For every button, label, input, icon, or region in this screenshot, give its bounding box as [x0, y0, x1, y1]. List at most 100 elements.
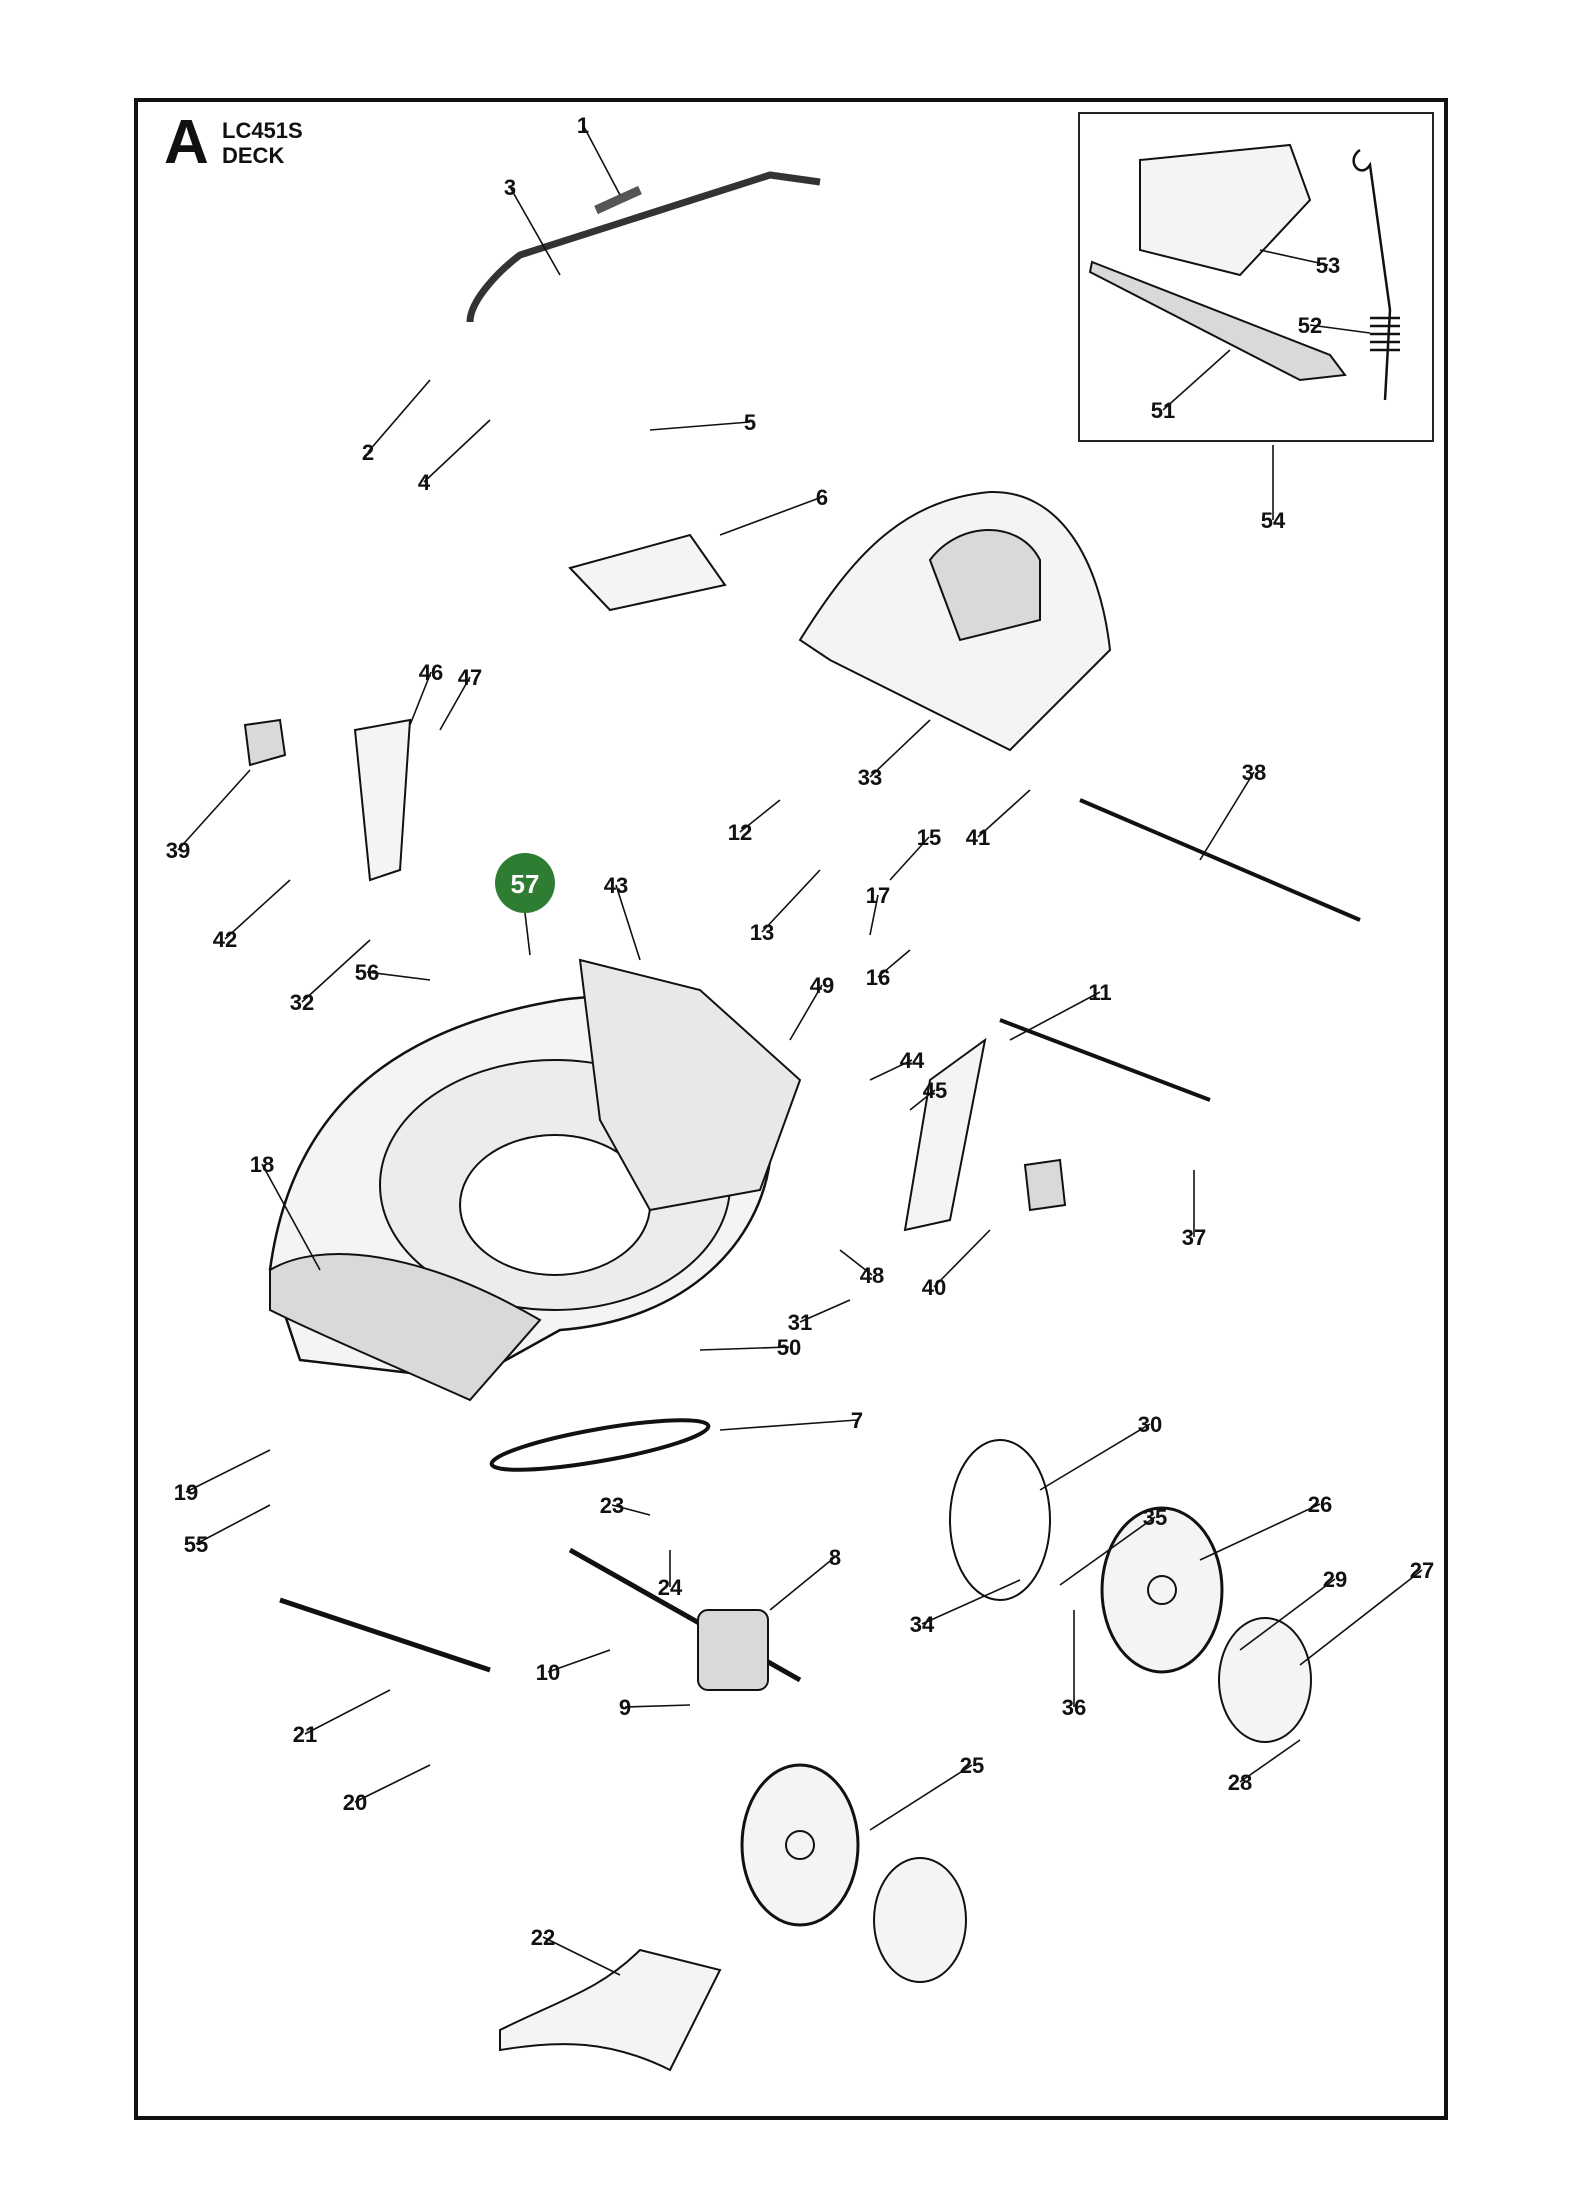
leader-42 — [224, 879, 291, 940]
leader-18 — [261, 1163, 321, 1271]
callout-35: 35 — [1143, 1505, 1167, 1530]
leader-49 — [789, 984, 823, 1041]
callout-21: 21 — [293, 1722, 317, 1747]
catcher-lid-panel — [928, 529, 1041, 642]
callout-13: 13 — [750, 920, 774, 945]
callout-40: 40 — [922, 1275, 946, 1300]
leader-33 — [869, 719, 931, 778]
callout-50: 50 — [777, 1335, 801, 1360]
leader-56 — [366, 971, 431, 981]
callout-31: 31 — [788, 1310, 812, 1335]
leader-lines — [177, 124, 1423, 1976]
front-wheel-hub — [785, 1830, 815, 1860]
callout-27: 27 — [1410, 1558, 1434, 1583]
highlight-badge-circle — [495, 853, 555, 913]
highlight-badge-label: 57 — [511, 869, 540, 899]
callout-26: 26 — [1308, 1492, 1332, 1517]
callout-29: 29 — [1323, 1567, 1347, 1592]
leader-28 — [1239, 1739, 1301, 1783]
wear-plate — [499, 1948, 722, 2072]
front-axle — [279, 1597, 491, 1673]
leader-51 — [1162, 349, 1231, 411]
leader-52 — [1309, 324, 1371, 334]
leader-39 — [177, 769, 251, 851]
callout-5: 5 — [744, 410, 756, 435]
leader-21 — [304, 1689, 391, 1735]
deflector — [568, 533, 727, 612]
drive-disc — [949, 1439, 1051, 1601]
leader-43 — [615, 884, 641, 961]
leader-15 — [889, 836, 930, 881]
leader-32 — [301, 939, 371, 1003]
leader-3 — [509, 186, 561, 276]
callout-1: 1 — [577, 113, 589, 138]
hubcap-right — [1218, 1617, 1312, 1743]
grass-bag — [1139, 143, 1312, 277]
callout-43: 43 — [604, 873, 628, 898]
callout-44: 44 — [900, 1048, 925, 1073]
callout-41: 41 — [966, 825, 990, 850]
drive-belt — [489, 1418, 711, 1472]
leader-30 — [1039, 1423, 1151, 1491]
leader-47 — [439, 676, 471, 731]
callout-30: 30 — [1138, 1412, 1162, 1437]
rear-housing — [578, 958, 802, 1212]
callout-39: 39 — [166, 838, 190, 863]
callout-25: 25 — [960, 1753, 984, 1778]
callout-38: 38 — [1242, 760, 1266, 785]
leader-44 — [869, 1059, 913, 1081]
part-drawings — [243, 143, 1400, 2072]
inset-box — [1078, 112, 1434, 442]
leader-8 — [769, 1556, 836, 1611]
height-knob-left — [243, 718, 287, 767]
leader-50 — [699, 1346, 790, 1351]
callout-42: 42 — [213, 927, 237, 952]
leader-17 — [869, 894, 879, 936]
leader-40 — [933, 1229, 991, 1288]
spring-52-coil — [1370, 316, 1400, 352]
leader-4 — [423, 419, 491, 483]
handle-bar — [466, 171, 821, 323]
callout-8: 8 — [829, 1545, 841, 1570]
callout-54: 54 — [1261, 508, 1286, 533]
callout-23: 23 — [600, 1493, 624, 1518]
highlight-leader — [524, 912, 531, 956]
callout-28: 28 — [1228, 1770, 1252, 1795]
rod-38 — [1079, 798, 1361, 922]
highlight-badge: 57 — [495, 853, 555, 956]
leader-19 — [185, 1449, 271, 1493]
leader-31 — [799, 1299, 851, 1323]
leader-53 — [1259, 249, 1329, 266]
deck-front-bumper — [269, 1253, 542, 1402]
callout-53: 53 — [1316, 253, 1340, 278]
callout-22: 22 — [531, 1925, 555, 1950]
callout-4: 4 — [418, 470, 431, 495]
callout-36: 36 — [1062, 1695, 1086, 1720]
leader-29 — [1239, 1578, 1336, 1651]
callout-24: 24 — [658, 1575, 683, 1600]
leader-20 — [354, 1764, 431, 1803]
callout-45: 45 — [923, 1078, 947, 1103]
assembly-name: DECK — [222, 143, 285, 169]
callout-9: 9 — [619, 1695, 631, 1720]
leader-41 — [977, 789, 1031, 838]
callout-11: 11 — [1088, 980, 1111, 1005]
leader-7 — [719, 1419, 858, 1431]
leader-9 — [624, 1704, 691, 1708]
leader-6 — [719, 496, 823, 536]
callout-46: 46 — [419, 660, 443, 685]
rear-wheel-right-hub — [1147, 1575, 1177, 1605]
callout-labels: 1234567891011121315161718192021222324252… — [166, 113, 1434, 1950]
model-title: LC451S DECK — [222, 118, 303, 169]
callout-47: 47 — [458, 665, 482, 690]
callout-15: 15 — [917, 825, 941, 850]
callout-16: 16 — [866, 965, 890, 990]
diagram-frame — [134, 98, 1448, 2120]
leader-25 — [869, 1764, 973, 1831]
callout-10: 10 — [536, 1660, 560, 1685]
hubcap-front — [873, 1857, 967, 1983]
height-knob-right — [1023, 1158, 1067, 1212]
callout-20: 20 — [343, 1790, 367, 1815]
leader-12 — [739, 799, 781, 833]
callout-51: 51 — [1151, 398, 1175, 423]
